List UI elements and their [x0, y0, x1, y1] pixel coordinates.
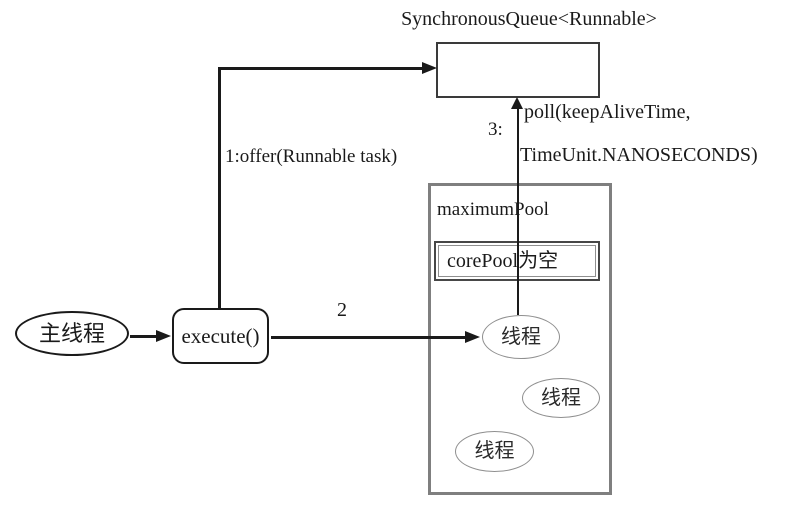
poll-edge-label-line2: TimeUnit.NANOSECONDS) — [520, 144, 758, 166]
offer-edge-label: 1:offer(Runnable task) — [225, 146, 398, 167]
synchronous-queue-box — [436, 42, 600, 98]
poll-arrowhead-up-icon — [511, 97, 523, 109]
execute-box: execute() — [172, 308, 269, 364]
main-to-execute-arrowhead-right-icon — [156, 330, 171, 342]
execute-label: execute() — [181, 323, 260, 348]
core-pool-label: corePool为空 — [447, 249, 559, 272]
main-thread-label: 主线程 — [38, 320, 105, 346]
thread-label: 线程 — [474, 440, 515, 462]
offer-arrow-vertical-line — [218, 67, 221, 308]
main-to-execute-arrow-line — [130, 335, 158, 338]
thread-ellipse: 线程 — [522, 378, 600, 418]
offer-arrowhead-right-icon — [422, 62, 437, 74]
main-thread-ellipse: 主线程 — [15, 311, 129, 356]
poll-arrow-line — [517, 108, 519, 315]
thread-label: 线程 — [501, 325, 541, 348]
execute-to-thread-arrow-line — [271, 336, 467, 339]
dispatch-edge-label: 2 — [337, 299, 347, 321]
poll-step-label: 3: — [488, 119, 503, 140]
maximum-pool-label: maximumPool — [437, 199, 549, 220]
offer-arrow-horizontal-line — [218, 67, 424, 70]
thread-ellipse: 线程 — [482, 315, 560, 359]
thread-label: 线程 — [541, 386, 581, 409]
thread-ellipse: 线程 — [455, 431, 534, 472]
execute-to-thread-arrowhead-right-icon — [465, 331, 480, 343]
queue-title: SynchronousQueue<Runnable> — [401, 8, 657, 30]
poll-edge-label-line1: poll(keepAliveTime, — [524, 101, 691, 123]
